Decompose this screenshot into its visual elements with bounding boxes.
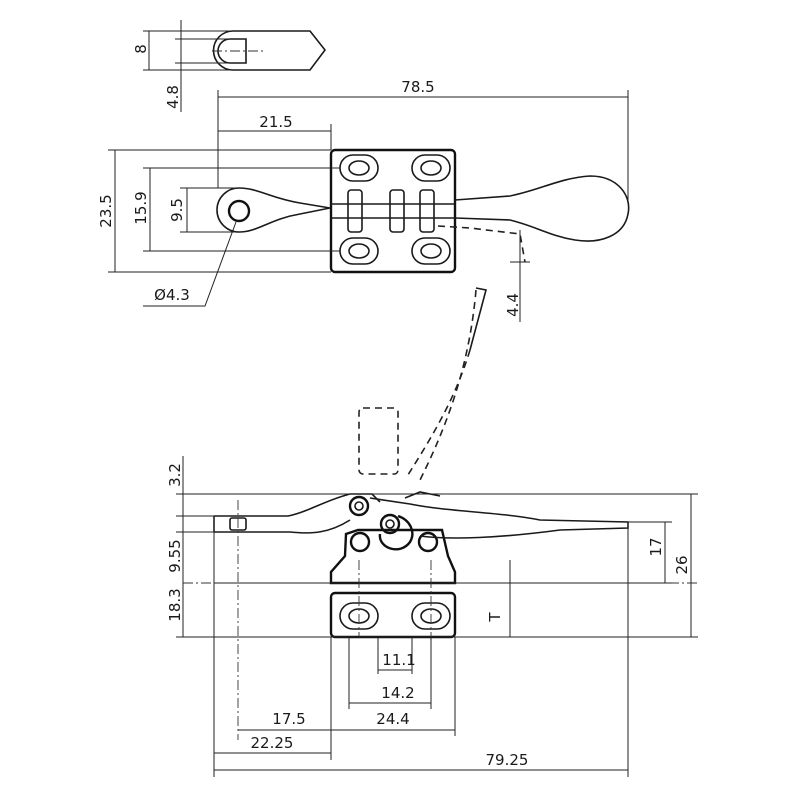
dim-arm-reach-side: 22.25 (251, 734, 294, 752)
dim-hole-spacing-inner: 11.1 (382, 651, 415, 669)
dim-hole-spacing-outer: 14.2 (381, 684, 414, 702)
dimension-labels: 8 4.8 78.5 21.5 23.5 15.9 9.5 Ø4.3 4.4 3… (97, 44, 691, 769)
dim-clamp-height: 9.55 (166, 539, 184, 572)
dim-stroke: 17 (647, 537, 665, 556)
side-view (176, 287, 698, 777)
dim-pivot-offset-side: 17.5 (272, 710, 305, 728)
dim-handle-offset: 4.4 (504, 293, 522, 317)
dim-overall-length-top: 78.5 (401, 78, 434, 96)
dim-slot-radius: 4.8 (164, 85, 182, 109)
dim-bolt-spacing: 15.9 (132, 191, 150, 224)
top-view (108, 90, 630, 322)
dim-pivot-offset-top: 21.5 (259, 113, 292, 131)
dim-base-length: 24.4 (376, 710, 409, 728)
dim-hole-diameter: Ø4.3 (154, 286, 190, 304)
dim-overall-length-side: 79.25 (486, 751, 529, 769)
slot-detail (143, 20, 327, 112)
dim-arm-thickness: 3.2 (166, 463, 184, 487)
dim-slot-width: 8 (132, 44, 150, 54)
dim-base-to-axis: 18.3 (166, 588, 184, 621)
dim-overall-height: 26 (673, 555, 691, 574)
dim-arm-width: 9.5 (168, 198, 186, 222)
dim-label-t: T (486, 612, 504, 623)
dim-base-height: 23.5 (97, 194, 115, 227)
